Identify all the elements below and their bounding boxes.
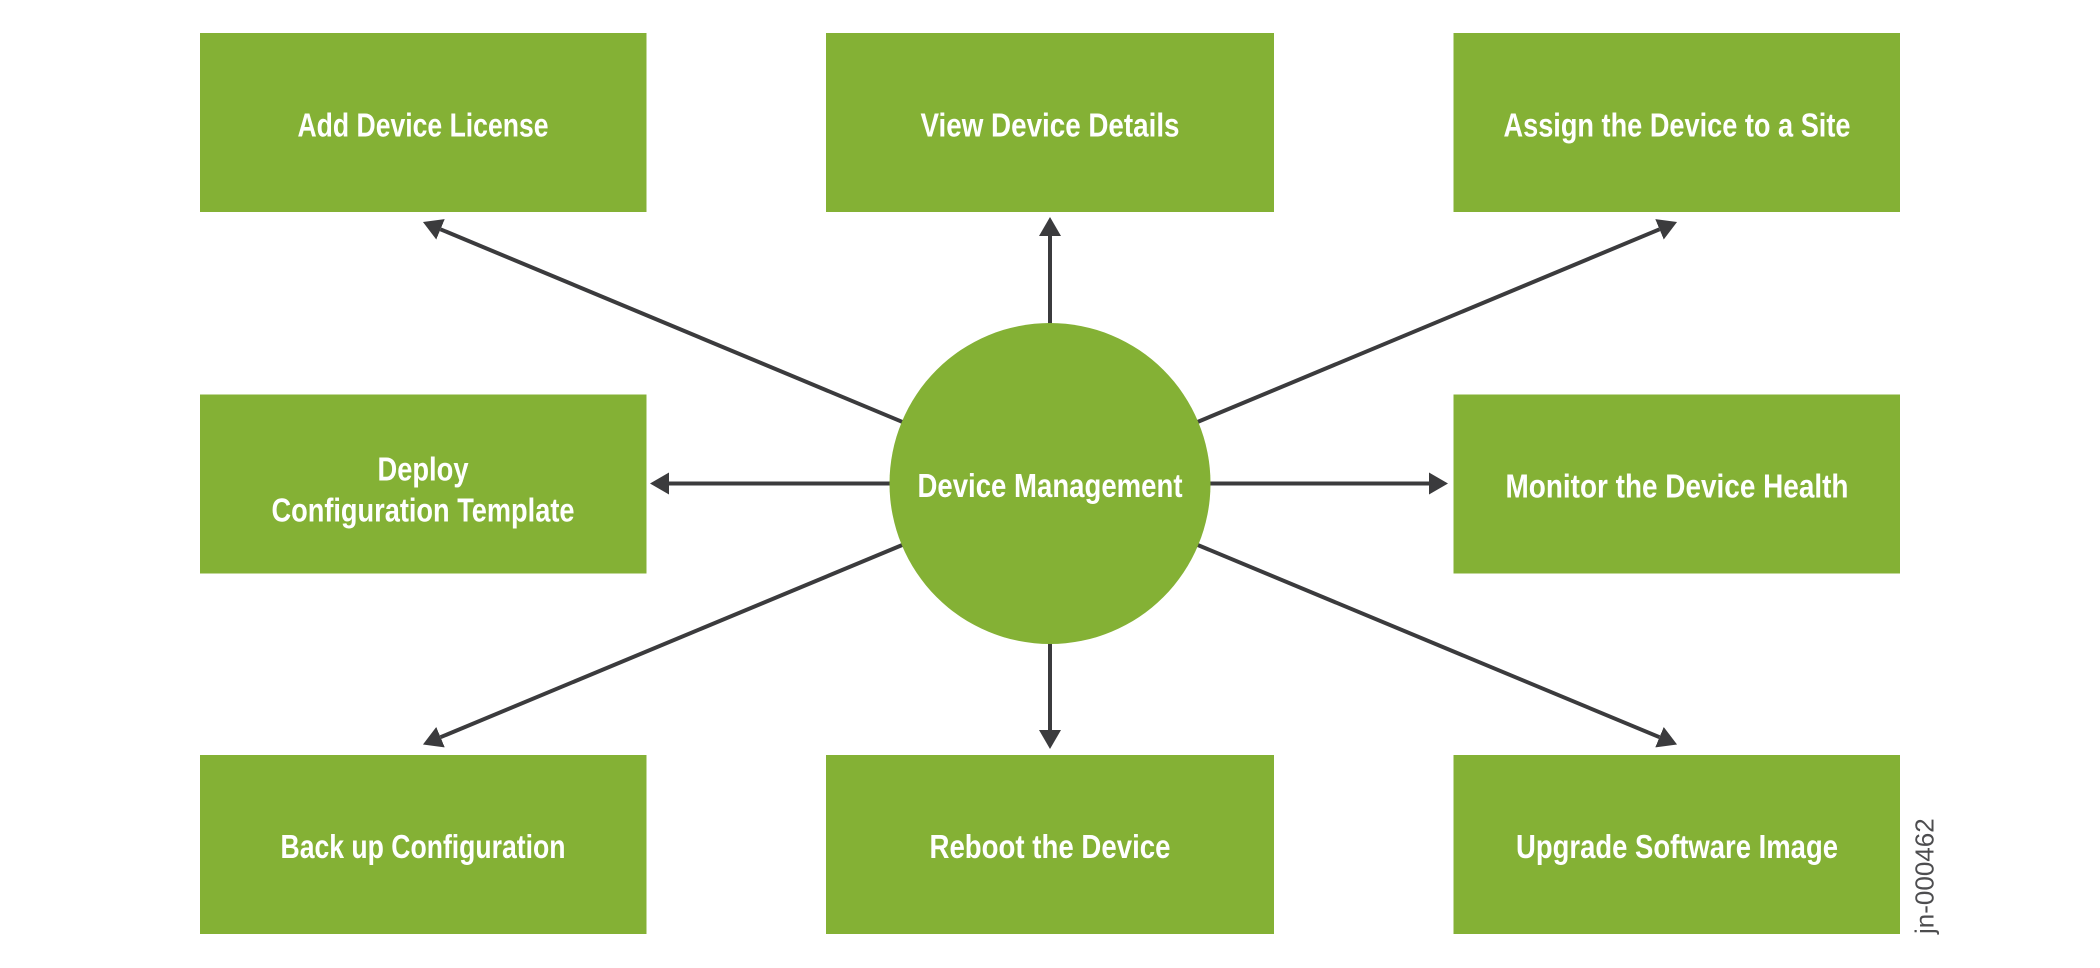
svg-text:Upgrade Software Image: Upgrade Software Image [1516, 828, 1838, 865]
svg-text:Reboot the Device: Reboot the Device [930, 828, 1171, 865]
svg-text:Back up Configuration: Back up Configuration [281, 828, 566, 865]
svg-text:jn-000462: jn-000462 [1910, 818, 1940, 935]
svg-text:Assign the Device to a Site: Assign the Device to a Site [1504, 107, 1851, 144]
svg-text:Device Management: Device Management [918, 467, 1183, 504]
svg-text:Monitor the Device Health: Monitor the Device Health [1506, 468, 1849, 505]
svg-text:Deploy: Deploy [378, 451, 470, 488]
svg-text:Configuration Template: Configuration Template [272, 491, 575, 528]
svg-text:View Device Details: View Device Details [921, 107, 1180, 144]
svg-text:Add Device License: Add Device License [298, 107, 549, 144]
